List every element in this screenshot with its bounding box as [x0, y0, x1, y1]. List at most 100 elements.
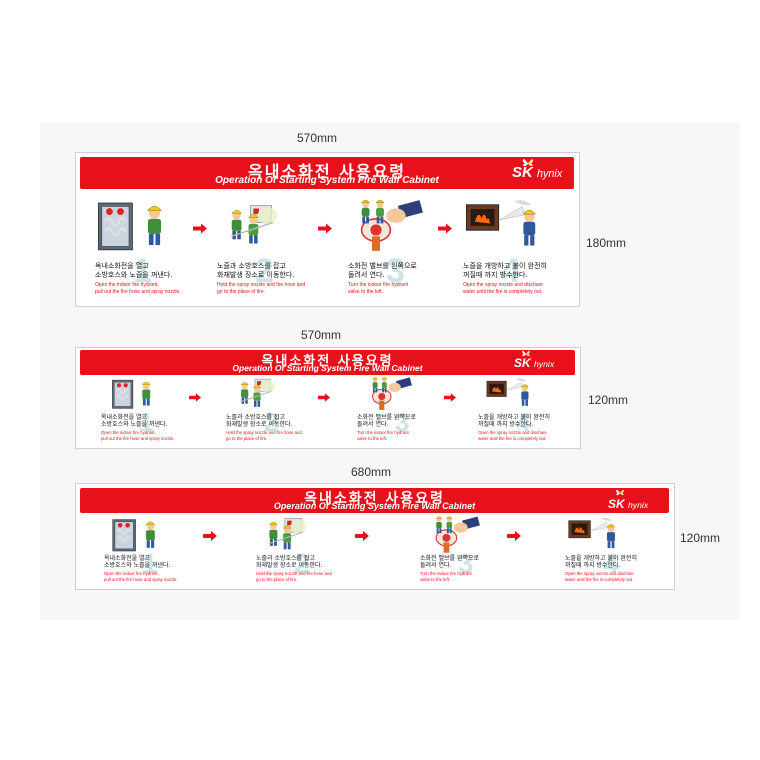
step-1-illustration	[104, 515, 174, 555]
step-korean-line-1: 노즐을 개방하고 불이 완전히	[478, 414, 550, 421]
step-korean-line-2: 돌려서 연다.	[420, 562, 452, 569]
step-korean-line-2: 화재발생 장소로 이동한다.	[256, 562, 323, 569]
step-4-illustration	[478, 376, 543, 412]
step-3-illustration	[357, 376, 422, 412]
step-korean-line-2: 화재발생 장소로 이동한다.	[226, 421, 293, 428]
width-dimension-label: 570mm	[297, 131, 338, 145]
sk-hynix-logo: SK hynix	[608, 489, 649, 511]
step-korean-line-1: 노즐과 소방호스를 잡고	[217, 262, 286, 270]
step-korean-line-2: 꺼질때 까지 방수한다.	[478, 421, 534, 428]
step-4-illustration	[463, 196, 548, 256]
step-english-line-1: Hold the spray nozzle and fire hose and	[226, 430, 302, 435]
step-korean-line-2: 소방호스와 노즐을 꺼낸다.	[101, 421, 168, 428]
step-english-line-1: Open the indoor fire hydrant,	[95, 282, 159, 288]
step-english-line-1: Open the spray nozzle and dischare	[565, 571, 634, 576]
step-english-line-1: Open the indoor fire hydrant,	[101, 430, 156, 435]
right-arrow-icon	[189, 389, 201, 407]
height-dimension-label: 120mm	[680, 531, 721, 545]
right-arrow-icon	[355, 528, 369, 546]
step-english-line-2: valve to the left.	[357, 435, 388, 441]
step-korean-line-2: 돌려서 연다.	[348, 271, 385, 279]
logo-sk-text: SK	[608, 497, 625, 511]
step-korean-line-1: 노즐과 소방호스를 잡고	[256, 555, 316, 562]
butterfly-logo-icon	[520, 154, 536, 174]
step-number: 2	[294, 548, 310, 579]
step-1-illustration	[95, 196, 180, 256]
step-korean-line-1: 소화전 밸브를 왼쪽으로	[357, 414, 417, 421]
step-english-line-1: Hold the spray nozzle and fire hose and	[217, 282, 306, 288]
sk-hynix-logo: SK hynix	[512, 159, 563, 181]
step-english-line-2: water until the fire is completely out.	[565, 576, 634, 582]
step-korean-line-1: 소화전 밸브를 왼쪽으로	[348, 262, 417, 270]
step-english-line-1: Open the indoor fire hydrant,	[104, 571, 159, 576]
title-korean: 옥내소화전 사용요령	[247, 162, 407, 181]
step-english-line-1: Open the spray nozzle and dischare	[463, 282, 544, 288]
right-arrow-icon	[193, 221, 207, 239]
right-arrow-icon	[203, 528, 217, 546]
step-number: 1	[142, 548, 158, 579]
width-dimension-label: 680mm	[351, 465, 392, 479]
step-korean-line-2: 돌려서 연다.	[357, 421, 389, 428]
step-number: 4	[603, 548, 619, 579]
step-english-line-2: pull out the fire hose and spray nozzle.	[95, 288, 181, 295]
step-korean-line-1: 옥내소화전을 열고	[95, 262, 149, 270]
width-dimension-label: 570mm	[301, 328, 342, 342]
sk-hynix-logo: SK hynix	[514, 350, 554, 370]
right-arrow-icon	[444, 389, 456, 407]
step-number: 3	[386, 252, 405, 290]
step-english-line-2: water until the fire is completely out.	[478, 435, 547, 441]
step-english-line-1: Open the spray nozzle and dischare	[478, 430, 547, 435]
logo-hynix-text: hynix	[537, 168, 563, 180]
step-english-line-2: pull out the fire hose and spray nozzle.	[104, 576, 178, 582]
logo-hynix-text: hynix	[628, 500, 649, 510]
logo-sk-text: SK	[514, 356, 531, 370]
step-english-line-2: go to the place of fire.	[217, 288, 266, 295]
step-korean-line-1: 옥내소화전을 열고	[104, 555, 151, 562]
step-english-line-2: go to the place of fire.	[226, 435, 268, 441]
step-english-line-1: Turn the indoor fire hydrant	[348, 282, 409, 288]
step-korean-line-2: 화재발생 장소로 이동한다.	[217, 271, 295, 279]
step-english-line-2: go to the place of fire.	[256, 576, 298, 582]
step-korean-line-1: 소화전 밸브를 왼쪽으로	[420, 555, 480, 562]
step-2-illustration	[217, 196, 287, 256]
title-english: Operation Of Starting System Fire Wall C…	[215, 175, 439, 186]
right-arrow-icon	[507, 528, 521, 546]
step-korean-line-2: 꺼질때 까지 방수한다.	[463, 271, 528, 279]
butterfly-logo-icon	[520, 347, 532, 362]
right-arrow-icon	[438, 221, 452, 239]
step-korean-line-1: 노즐을 개방하고 불이 완전히	[565, 555, 637, 562]
step-korean-line-1: 옥내소화전을 열고	[101, 414, 148, 421]
step-2-illustration	[256, 515, 316, 555]
step-number: 1	[139, 407, 154, 437]
step-3-illustration	[420, 515, 490, 555]
step-korean-line-2: 꺼질때 까지 방수한다.	[565, 562, 621, 569]
step-4-illustration	[565, 515, 625, 555]
title-korean: 옥내소화전 사용요령	[304, 491, 445, 507]
step-english-line-1: Hold the spray nozzle and fire hose and	[256, 571, 332, 576]
step-number: 3	[395, 407, 410, 437]
right-arrow-icon	[318, 221, 332, 239]
height-dimension-label: 180mm	[586, 236, 627, 250]
step-korean-line-1: 노즐을 개방하고 불이 완전히	[463, 262, 547, 270]
step-number: 4	[516, 407, 531, 437]
step-3-illustration	[348, 196, 428, 256]
step-1-illustration	[101, 376, 171, 412]
step-number: 2	[264, 407, 279, 437]
step-english-line-2: valve to the left.	[420, 576, 451, 582]
step-english-line-2: water until the fire is completely out.	[463, 288, 543, 295]
step-korean-line-1: 노즐과 소방호스를 잡고	[226, 414, 286, 421]
